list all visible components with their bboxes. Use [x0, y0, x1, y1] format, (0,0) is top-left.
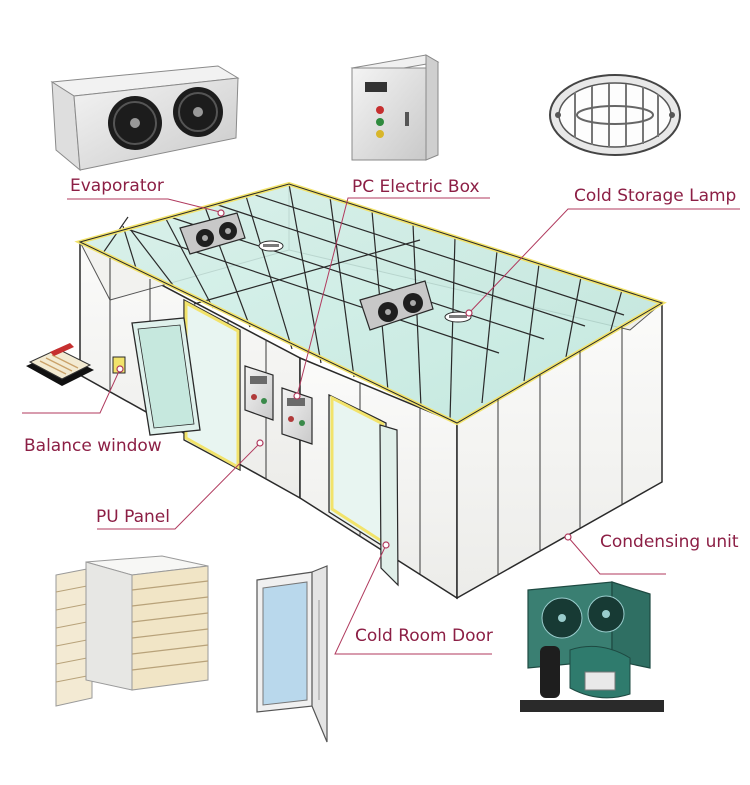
balance-window-leader — [22, 368, 121, 414]
leader-lines — [22, 197, 740, 655]
lamp-leader — [468, 208, 740, 314]
balance-window-label: Balance window — [24, 436, 162, 456]
cold-room — [74, 181, 667, 600]
cold-room-door-icon — [256, 565, 328, 743]
pu-panel-leader — [97, 442, 261, 530]
wall-control-boxes — [244, 365, 313, 445]
balance-window-icon — [26, 343, 94, 386]
pu-panel-label: PU Panel — [96, 507, 170, 527]
condensing-unit-label: Condensing unit — [600, 532, 739, 552]
electric-box-icon — [350, 54, 440, 161]
side-door — [131, 298, 241, 472]
condensing-leader — [567, 536, 666, 575]
pu-panel-stack-icon — [55, 555, 209, 707]
roof-evaporator-2 — [359, 280, 434, 331]
leader-dots — [116, 209, 572, 549]
electric-box-leader — [296, 197, 490, 397]
condensing-unit-icon — [520, 581, 664, 712]
evaporator-label: Evaporator — [70, 176, 164, 196]
cold-storage-lamp-label: Cold Storage Lamp — [574, 186, 737, 206]
evaporator-leader — [67, 198, 221, 213]
pc-electric-box-label: PC Electric Box — [352, 177, 480, 197]
cold-room-door-label: Cold Room Door — [355, 626, 493, 646]
roof-evaporator-1 — [179, 212, 246, 255]
bulkhead-lamp-icon — [549, 74, 681, 156]
door-leader — [334, 544, 492, 655]
evaporator-icon — [50, 65, 240, 172]
